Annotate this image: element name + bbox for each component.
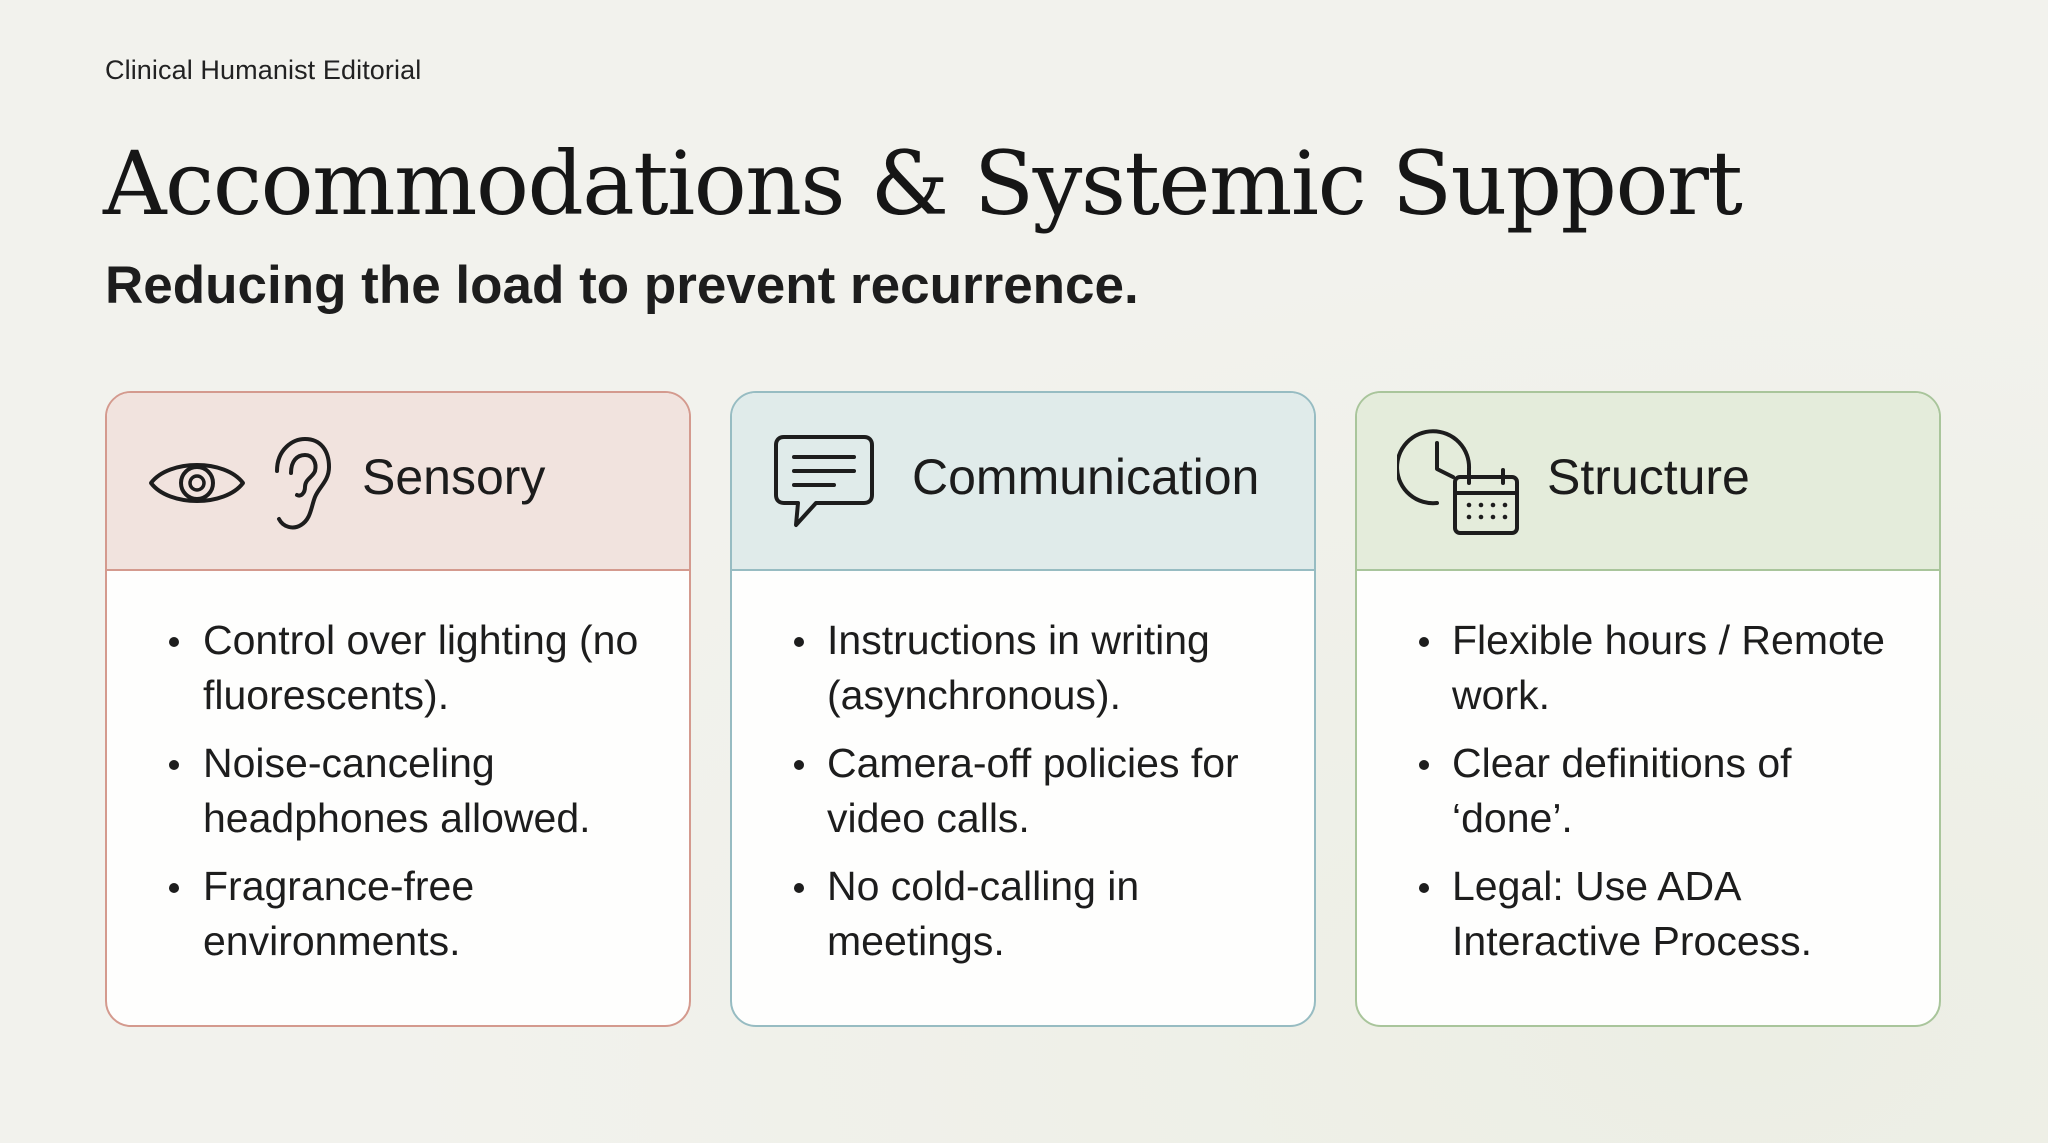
list-item: Camera-off policies for video calls. [732, 736, 1314, 846]
calendar-icon [1453, 468, 1519, 535]
list-item: Flexible hours / Remote work. [1357, 613, 1939, 723]
chat-bubble-icon [774, 435, 874, 527]
list-item-text: Camera-off policies for video calls. [827, 740, 1239, 841]
list-item: Legal: Use ADA Interactive Process. [1357, 859, 1939, 969]
eye-icon [149, 463, 245, 503]
list-item: Instructions in writing (asynchronous). [732, 613, 1314, 723]
list-item-text: No cold-calling in meetings. [827, 863, 1140, 964]
bullet-dot-icon [169, 883, 179, 893]
bullet-dot-icon [169, 637, 179, 647]
list-item-text: Clear definitions of ‘done’. [1452, 740, 1792, 841]
list-item: Control over lighting (no fluorescents). [107, 613, 689, 723]
bullet-dot-icon [169, 760, 179, 770]
bullet-dot-icon [794, 760, 804, 770]
card-sensory-list: Control over lighting (no fluorescents).… [107, 613, 689, 982]
bullet-dot-icon [794, 637, 804, 647]
bullet-dot-icon [1419, 883, 1429, 893]
list-item-text: Control over lighting (no fluorescents). [203, 617, 639, 718]
card-communication-title: Communication [912, 449, 1260, 505]
card-structure-list: Flexible hours / Remote work. Clear defi… [1357, 613, 1939, 982]
bullet-dot-icon [794, 883, 804, 893]
card-communication-list: Instructions in writing (asynchronous). … [732, 613, 1314, 982]
card-structure-header: Structure [1357, 393, 1939, 571]
list-item: Noise-canceling headphones allowed. [107, 736, 689, 846]
accommodation-cards: Sensory Control over lighting (no fluore… [105, 391, 1943, 1031]
card-communication-header: Communication [732, 393, 1314, 571]
card-communication: Communication Instructions in writing (a… [730, 391, 1316, 1027]
page-subtitle: Reducing the load to prevent recurrence. [105, 256, 1139, 315]
card-sensory: Sensory Control over lighting (no fluore… [105, 391, 691, 1027]
list-item: Clear definitions of ‘done’. [1357, 736, 1939, 846]
card-structure: Structure Flexible hours / Remote work. … [1355, 391, 1941, 1027]
list-item-text: Noise-canceling headphones allowed. [203, 740, 591, 841]
card-structure-title: Structure [1547, 449, 1750, 505]
card-sensory-title: Sensory [362, 449, 546, 505]
brand-label: Clinical Humanist Editorial [105, 55, 422, 85]
card-sensory-header: Sensory [107, 393, 689, 571]
ear-icon [275, 436, 332, 530]
list-item-text: Flexible hours / Remote work. [1452, 617, 1885, 718]
clock-icon [1397, 429, 1472, 506]
list-item-text: Instructions in writing (asynchronous). [827, 617, 1210, 718]
page-title: Accommodations & Systemic Support [103, 132, 1743, 235]
list-item-text: Legal: Use ADA Interactive Process. [1452, 863, 1813, 964]
list-item-text: Fragrance-free environments. [203, 863, 475, 964]
bullet-dot-icon [1419, 760, 1429, 770]
bullet-dot-icon [1419, 637, 1429, 647]
list-item: No cold-calling in meetings. [732, 859, 1314, 969]
list-item: Fragrance-free environments. [107, 859, 689, 969]
